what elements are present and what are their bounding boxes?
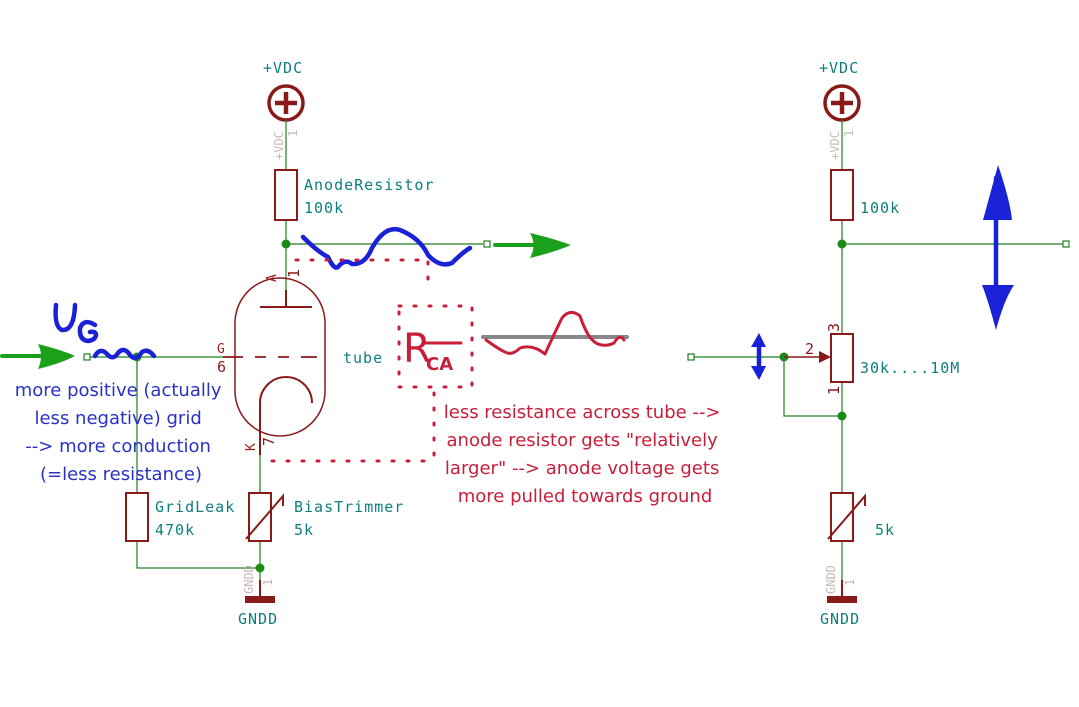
vacuum-tube: A 1 G 6 K 7 tube (217, 269, 383, 455)
input-terminal-right (687, 353, 695, 361)
ground-symbol-left: GNDD 1 GNDD (238, 565, 278, 628)
grid-leak-value: 470k (155, 521, 195, 539)
ground-bar-left (245, 596, 275, 603)
ground-vertical-label-right: GNDD (824, 565, 838, 594)
tube-pin-anode-number: 1 (285, 269, 303, 278)
right-circuit: +VDC +VDC 1 100k 2 3 1 30k....10M 5k GND (687, 59, 1070, 628)
anode-resistor-name: AnodeResistor (304, 176, 434, 194)
potentiometer (830, 333, 854, 383)
right-top-resistor-value: 100k (860, 199, 900, 217)
output-swing-double-arrow-icon (982, 165, 1014, 330)
junction-top-right (837, 239, 847, 249)
left-circuit: +VDC +VDC 1 AnodeResistor 100k A 1 G (83, 59, 491, 628)
output-terminal-right (1062, 240, 1070, 248)
right-bottom-trimmer (830, 492, 854, 542)
ground-bar-right (827, 596, 857, 603)
bias-trimmer (248, 492, 272, 542)
tube-pin-cathode-letter: K (244, 443, 259, 451)
grid-waveform-scribble (92, 347, 157, 361)
anode-resistor (274, 169, 298, 221)
power-symbol-right: +VDC +VDC 1 (819, 59, 861, 160)
grid-note-line: less negative) grid (34, 408, 201, 429)
power-symbol-left: +VDC +VDC 1 (263, 59, 305, 160)
tube-pin-anode-letter: A (265, 274, 280, 282)
tube-pin-cathode-number: 7 (260, 437, 278, 446)
power-vertical-label-left: +VDC (272, 131, 286, 160)
power-pin-left: 1 (286, 130, 300, 137)
tube-pin-grid-letter: G (217, 342, 225, 357)
output-arrow-icon (493, 233, 571, 258)
grid-note-line: --> more conduction (25, 436, 211, 457)
anode-resistor-value: 100k (304, 199, 344, 217)
grid-leak-name: GridLeak (155, 498, 235, 516)
power-pin-right: 1 (842, 130, 856, 137)
power-vertical-label-right: +VDC (828, 131, 842, 160)
tube-note-line: anode resistor gets "relatively (447, 430, 719, 451)
tube-anode-plate (260, 290, 312, 308)
tube-pin-grid-number: 6 (217, 358, 226, 376)
right-trimmer-arrow (827, 493, 866, 540)
tube-cathode (259, 376, 313, 455)
bias-trimmer-arrow (245, 493, 284, 540)
tube-note: less resistance across tube --> anode re… (444, 402, 727, 507)
ground-label-left: GNDD (238, 610, 278, 628)
right-wires (694, 120, 1063, 580)
tube-note-line: larger" --> anode voltage gets (445, 458, 719, 479)
plus-icon (275, 92, 297, 114)
rca-label-handwritten: R CA (403, 326, 463, 375)
grid-note-line: (=less resistance) (40, 464, 202, 485)
tube-name: tube (343, 349, 383, 367)
junction-anode (281, 239, 291, 249)
grid-note-line: more positive (actually (15, 380, 222, 401)
tube-note-line: more pulled towards ground (458, 486, 713, 507)
grid-note: more positive (actually less negative) g… (15, 380, 228, 485)
ground-symbol-right: GNDD 1 GNDD (820, 565, 860, 628)
ug-label-handwritten: UG (53, 302, 99, 344)
annotations: UG R CA more positive (actually (0, 165, 1014, 507)
left-wires (136, 120, 483, 580)
input-terminal-left (83, 353, 91, 361)
right-top-resistor (830, 169, 854, 221)
resistance-waveform-scribble (484, 311, 626, 356)
power-label-left: +VDC (263, 59, 303, 77)
input-arrow-icon (0, 344, 75, 369)
pot-pin-wiper: 2 (805, 340, 814, 358)
anode-waveform-scribble (300, 226, 473, 270)
pot-pin-bottom: 1 (825, 386, 843, 395)
plus-icon (831, 92, 853, 114)
bias-trimmer-name: BiasTrimmer (294, 498, 404, 516)
power-label-right: +VDC (819, 59, 859, 77)
rca-label-sub: CA (426, 354, 453, 375)
bias-trimmer-value: 5k (294, 521, 314, 539)
pot-wiper-arrow (819, 351, 831, 363)
ground-vertical-label-left: GNDD (242, 565, 256, 594)
ground-pin-left: 1 (261, 579, 275, 586)
output-terminal-left (483, 240, 491, 248)
ground-pin-right: 1 (843, 579, 857, 586)
tube-note-line: less resistance across tube --> (444, 402, 721, 423)
ground-label-right: GNDD (820, 610, 860, 628)
rca-label-main: R (403, 326, 431, 372)
junction-bottom-right (837, 411, 847, 421)
grid-leak-resistor (125, 492, 149, 542)
junction-ground-left (255, 563, 265, 573)
right-bottom-trimmer-value: 5k (875, 521, 895, 539)
wiper-double-arrow-icon (751, 333, 766, 380)
pot-pin-top: 3 (825, 323, 843, 332)
pot-value: 30k....10M (860, 359, 960, 377)
